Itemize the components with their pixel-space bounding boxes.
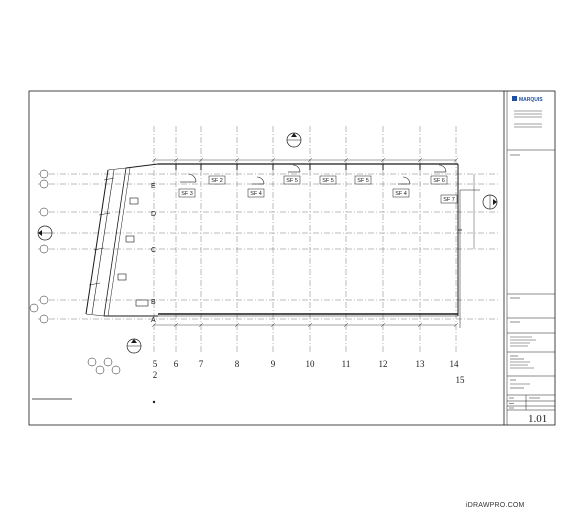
left-grid-bubbles [29,169,121,375]
storefront-label: SF 5 [286,178,298,184]
storefront-label: SF 4 [250,191,262,197]
column-label: 10 [306,359,316,369]
bottom-dimension-string [151,322,459,328]
column-label: 12 [379,359,388,369]
column-label: 7 [199,359,204,369]
column-label: 15 [456,375,466,385]
section-marker-bottom [126,338,142,354]
storefront-label: SF 5 [357,178,369,184]
row-grid-lines [38,173,500,320]
angled-facade [85,163,159,317]
row-label: D [151,211,156,218]
storefront-label: SF 4 [395,191,407,197]
storefront-tags: SF 3 SF 2 SF 4 SF 5 SF 5 SF 5 SF 4 SF 6 … [178,175,458,204]
left-column-tags: 5 2 [153,359,158,380]
facade-openings [117,197,149,307]
column-label: 13 [416,359,426,369]
note-dot [152,400,156,404]
row-label: C [151,247,156,254]
sheet-border [28,90,556,426]
column-tag: 5 [153,359,158,369]
row-label: A [151,317,156,324]
watermark: iDRAWPRO.COM [466,502,525,509]
column-label: 14 [450,359,460,369]
storefront-label: SF 5 [322,178,334,184]
row-label: B [151,299,156,306]
building-outline [158,163,480,328]
section-marker-left [37,225,53,241]
title-block: MARQUIS [503,91,555,425]
storefront-label: SF 3 [181,191,193,197]
sheet-number: 1.01 [528,413,547,425]
logo-mark [512,96,517,101]
column-label: 11 [342,359,351,369]
storefront-label: SF 7 [443,197,455,203]
storefront-label: SF 6 [433,178,445,184]
column-label: 9 [271,359,276,369]
column-label: 6 [174,359,179,369]
column-label: 8 [235,359,240,369]
storefront-label: SF 2 [211,178,223,184]
column-labels: 6 7 8 9 10 11 12 13 14 15 [174,359,465,385]
logo-text: MARQUIS [519,97,543,103]
section-marker-right [482,194,498,210]
row-label: E [151,183,156,190]
top-dimension-string [151,157,459,163]
door-swings [175,164,447,185]
section-marker-top [286,132,302,148]
row-labels: E D C B A [151,183,156,324]
column-tag: 2 [153,370,158,380]
